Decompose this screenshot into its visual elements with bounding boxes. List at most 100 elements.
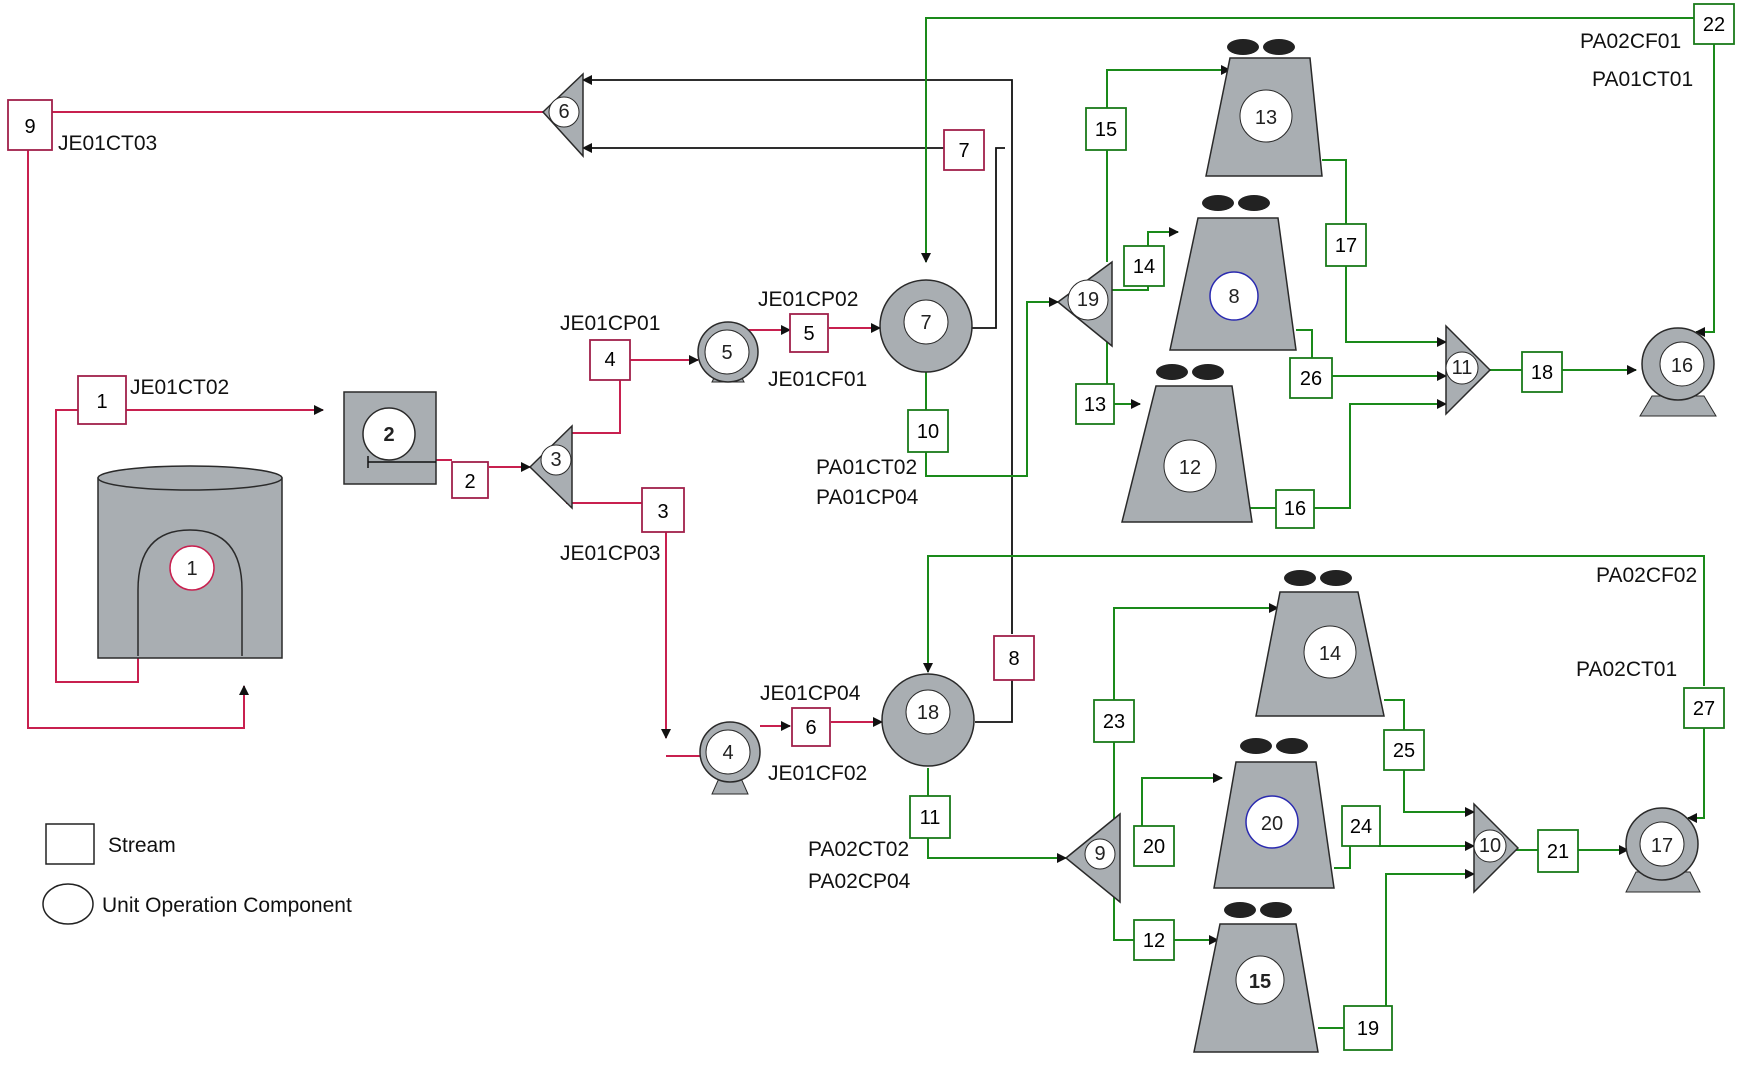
stream-label-24: 24: [1350, 816, 1372, 838]
legend-stream-label: Stream: [108, 834, 176, 857]
stream-box-23: 23: [1093, 699, 1135, 743]
tag-je01cf01: JE01CF01: [768, 368, 867, 391]
stream-label-18: 18: [1531, 362, 1553, 384]
pipe-u1-s1: [55, 409, 139, 683]
tag-pa01ct01: PA01CT01: [1592, 68, 1693, 91]
unit-circle-2: 2: [362, 407, 416, 461]
pipe-s22-u16: [1695, 40, 1715, 337]
pipe-s27-u18: [923, 555, 1705, 686]
stream-box-3: 3: [641, 487, 685, 533]
unit-circle-6: 6: [548, 96, 580, 128]
stream-label-4: 4: [604, 349, 615, 371]
stream-box-17: 17: [1325, 223, 1367, 267]
pipe-s25-u10: [1403, 770, 1475, 817]
stream-label-9: 9: [24, 116, 35, 138]
stream-label-7: 7: [958, 140, 969, 162]
unit-circle-13: 13: [1239, 89, 1293, 143]
green-piping: [921, 17, 1715, 1029]
tag-je01cp04: JE01CP04: [760, 682, 861, 705]
pipe-s9-u1: [27, 128, 249, 729]
stream-label-6: 6: [805, 717, 816, 739]
stream-label-2: 2: [464, 471, 475, 493]
unit-label-2: 2: [383, 424, 394, 446]
tag-je01cp03: JE01CP03: [560, 542, 660, 565]
pipe-s11-u9: [927, 838, 1067, 863]
unit-label-9: 9: [1094, 843, 1105, 865]
stream-box-5: 5: [789, 313, 829, 353]
unit-circle-18: 18: [905, 689, 951, 735]
stream-box-21: 21: [1537, 829, 1579, 873]
pipe-s17-u11: [1345, 266, 1447, 347]
stream-label-23: 23: [1103, 711, 1125, 733]
unit-label-16: 16: [1671, 355, 1693, 377]
stream-box-4: 4: [589, 339, 631, 381]
stream-box-9: 9: [7, 99, 53, 151]
unit-circle-15: 15: [1235, 955, 1285, 1005]
unit-label-7: 7: [920, 312, 931, 334]
stream-label-21: 21: [1547, 841, 1569, 863]
unit-circle-17: 17: [1639, 821, 1685, 867]
unit-circle-3: 3: [540, 444, 572, 476]
stream-label-1: 1: [96, 391, 107, 413]
stream-box-19: 19: [1343, 1005, 1393, 1051]
pipe-u13-s17: [1322, 159, 1347, 224]
stream-box-8: 8: [993, 635, 1035, 681]
stream-label-17: 17: [1335, 235, 1357, 257]
pipe-u7-s7: [970, 147, 1005, 329]
unit-label-12: 12: [1179, 457, 1201, 479]
unit-label-13: 13: [1255, 107, 1277, 129]
stream-box-2: 2: [451, 461, 489, 499]
stream-box-24: 24: [1341, 805, 1381, 847]
unit-circle-12: 12: [1163, 439, 1217, 493]
legend-unit-swatch: [42, 883, 94, 925]
stream-label-22: 22: [1703, 14, 1725, 36]
tag-pa02cf01: PA02CF01: [1580, 30, 1681, 53]
legend-unit-label: Unit Operation Component: [102, 894, 352, 917]
stream-box-11: 11: [909, 795, 951, 839]
unit-label-3: 3: [550, 449, 561, 471]
pipe-u18-s8: [975, 680, 1013, 723]
stream-label-10: 10: [917, 421, 939, 443]
stream-box-10: 10: [907, 409, 949, 453]
tag-je01cp01: JE01CP01: [560, 312, 660, 335]
pipe-u9-s12: [1113, 888, 1134, 941]
unit-circle-8: 8: [1209, 271, 1259, 321]
legend: Stream Unit Operation Component: [42, 823, 352, 925]
stream-box-27: 27: [1683, 687, 1725, 729]
stream-box-25: 25: [1383, 729, 1425, 771]
tag-pa02ct02: PA02CT02: [808, 838, 909, 861]
unit-circle-19: 19: [1067, 279, 1109, 321]
stream-label-3: 3: [657, 501, 668, 523]
stream-label-11: 11: [920, 807, 941, 829]
return-piping: [582, 75, 1013, 723]
stream-boxes: 9 1 2 3 4 5 6 7 8 10 11 12 13 14 15 16 1…: [7, 3, 1735, 1051]
unit-labels: 1 2 3 4 5 6 7 8 9 10 11 12 13 14 15 16 1…: [169, 89, 1705, 1005]
stream-label-12: 12: [1143, 930, 1165, 952]
stream-label-25: 25: [1393, 740, 1415, 762]
unit-label-20: 20: [1261, 813, 1283, 835]
pipe-s19-u10: [1385, 869, 1475, 1029]
unit-circle-5: 5: [704, 329, 750, 375]
stream-box-12: 12: [1133, 919, 1175, 961]
tag-je01ct03: JE01CT03: [58, 132, 157, 155]
unit-circle-20: 20: [1245, 795, 1299, 849]
unit-circle-7: 7: [903, 299, 949, 345]
pipe-s22-u7: [921, 17, 1696, 263]
unit-circle-11: 11: [1445, 351, 1479, 385]
pipe-u14-s25: [1384, 699, 1405, 730]
unit-circle-16: 16: [1659, 341, 1705, 387]
pipe-s27-u17: [1687, 728, 1705, 823]
unit-label-4: 4: [722, 742, 733, 764]
unit-label-15: 15: [1249, 971, 1271, 993]
unit-circle-1: 1: [169, 545, 215, 591]
unit-circle-14: 14: [1303, 625, 1357, 679]
pipe-s8-u6: [582, 75, 1013, 634]
unit-label-17: 17: [1651, 835, 1673, 857]
pipe-u8-s26: [1296, 329, 1313, 358]
pipe-u3-s4: [566, 378, 621, 434]
tag-labels: JE01CT03 JE01CT02 JE01CP01 JE01CP02 JE01…: [58, 30, 1697, 893]
stream-label-15: 15: [1095, 119, 1117, 141]
stream-label-19: 19: [1357, 1018, 1379, 1040]
